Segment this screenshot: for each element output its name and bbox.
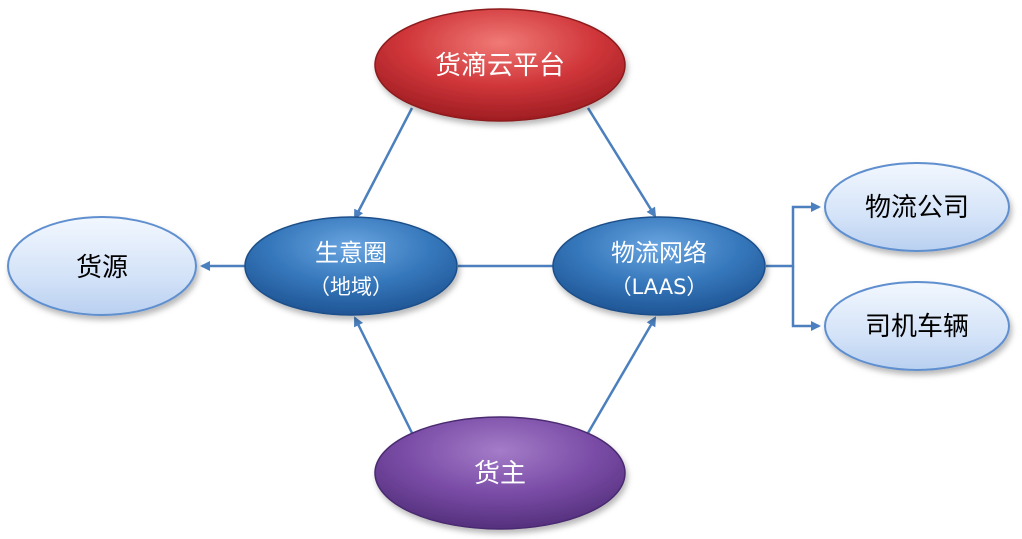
node-shipper-label: 货主 [474, 459, 526, 489]
node-logistics-network-subtitle: （LAAS） [611, 275, 708, 299]
node-shipper[interactable]: 货主 [374, 416, 626, 530]
node-platform[interactable]: 货滴云平台 [374, 8, 626, 122]
node-business-circle-subtitle: （地域） [309, 275, 393, 299]
edge-shipper-to-logistics-network [586, 316, 657, 434]
edge-logistics-network-branch-lower [791, 266, 821, 331]
node-cargo-source[interactable]: 货源 [7, 216, 197, 316]
node-business-circle-title: 生意圈 [315, 239, 387, 267]
node-shipper-shape [374, 416, 626, 530]
node-logistics-network-shape [552, 216, 766, 316]
edge-platform-to-business-circle [353, 107, 414, 220]
node-driver-vehicle-shape [824, 281, 1010, 371]
node-business-circle-shape [244, 216, 458, 316]
node-platform-shape [374, 8, 626, 122]
node-logistics-company-shape [824, 162, 1010, 252]
edge-logistics-network-branch [766, 202, 821, 268]
node-logistics-company[interactable]: 物流公司 [824, 162, 1010, 252]
node-cargo-source-label: 货源 [76, 253, 128, 283]
edge-shipper-to-business-circle [353, 316, 414, 434]
edge-platform-to-logistics-network [586, 107, 657, 218]
node-logistics-company-label: 物流公司 [865, 193, 969, 223]
node-business-circle[interactable]: 生意圈 （地域） [244, 216, 458, 316]
node-logistics-network-title: 物流网络 [611, 239, 707, 267]
node-cargo-source-shape [7, 216, 197, 316]
node-platform-label: 货滴云平台 [435, 51, 565, 81]
node-logistics-network[interactable]: 物流网络 （LAAS） [552, 216, 766, 316]
node-driver-vehicle[interactable]: 司机车辆 [824, 281, 1010, 371]
node-driver-vehicle-label: 司机车辆 [865, 312, 969, 342]
connectors [200, 107, 821, 434]
